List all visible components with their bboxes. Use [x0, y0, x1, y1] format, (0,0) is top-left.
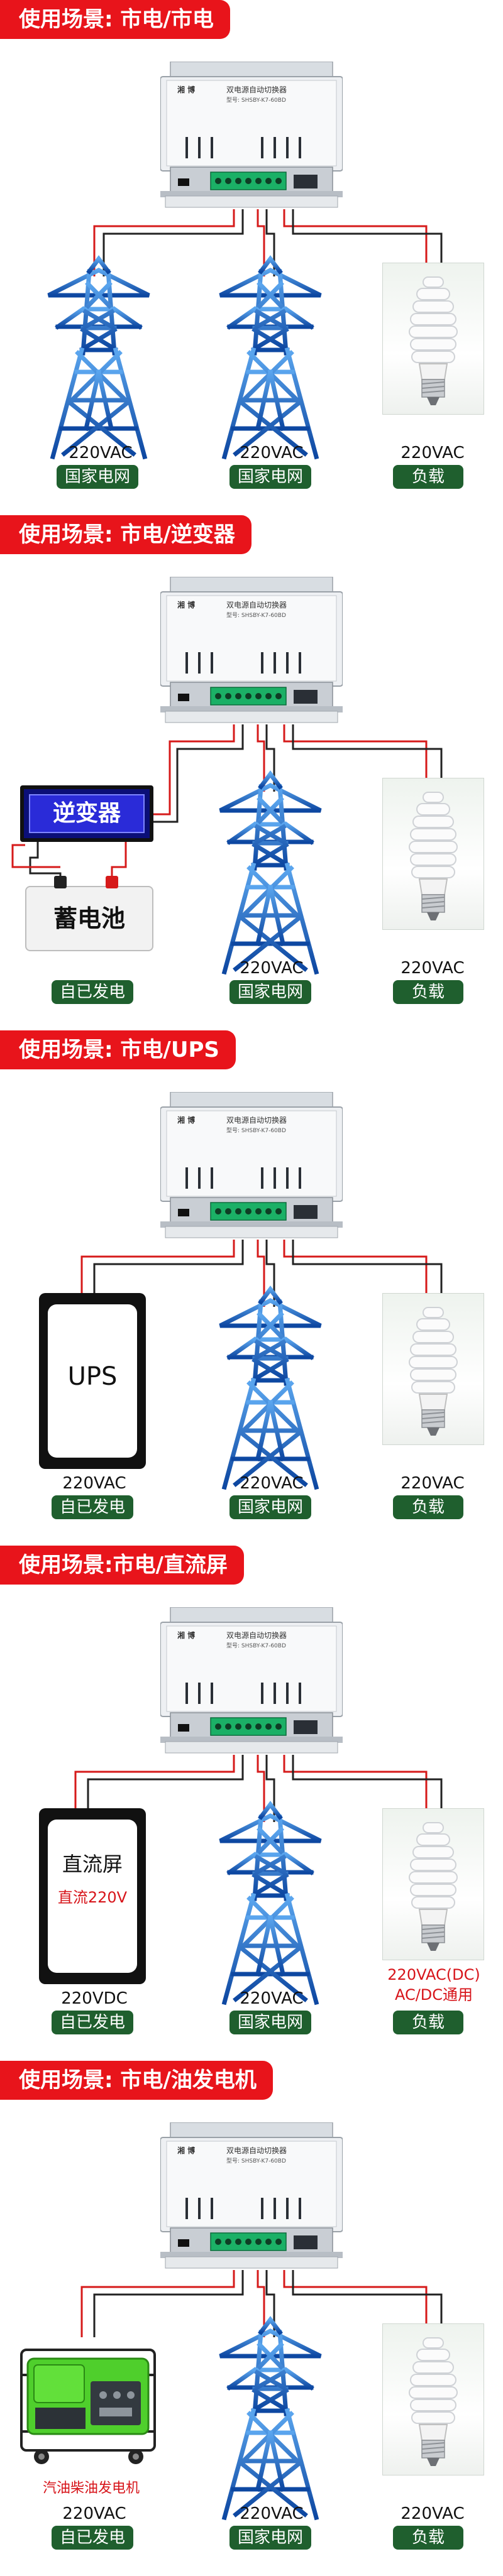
scenario-2: 使用场景: 市电/逆变器 湘 博 双电源自动切换器 型号: SHSBY-K7-6… — [0, 515, 503, 1030]
left-voltage: 220VAC — [62, 2504, 126, 2523]
left-tag: 自已发电 — [52, 1495, 133, 1519]
device-brand: 湘 博 — [177, 2146, 196, 2155]
right-tag: 负载 — [393, 465, 463, 489]
generator-caption: 汽油柴油发电机 — [42, 2480, 140, 2496]
load-bulb-icon — [382, 778, 484, 930]
dc-panel: 直流屏 直流220V — [48, 1820, 137, 1973]
device-name: 双电源自动切换器 — [226, 1631, 287, 1640]
mid-voltage: 220VAC — [240, 2504, 304, 2523]
device-model: 型号: SHSBY-K7-60BD — [226, 613, 286, 619]
generator-icon — [20, 2349, 156, 2464]
dc-panel-box: 直流屏 直流220V — [39, 1808, 146, 1984]
right-voltage-line2: AC/DC通用 — [394, 1986, 473, 2004]
wiring — [93, 209, 443, 276]
left-tag: 自已发电 — [52, 2526, 133, 2550]
scenario-title: 使用场景:市电/直流屏 — [0, 1546, 245, 1585]
left-tag: 国家电网 — [57, 465, 138, 489]
device-brand: 湘 博 — [177, 1631, 196, 1640]
left-voltage: 220VDC — [61, 1989, 128, 2008]
right-voltage: 220VAC — [401, 959, 465, 978]
right-voltage-line1: 220VAC(DC) — [387, 1966, 480, 1984]
mid-voltage: 220VAC — [240, 959, 304, 978]
mid-tag: 国家电网 — [229, 465, 311, 489]
scenario-4: 使用场景:市电/直流屏 湘 博 双电源自动切换器 型号: SHSBY-K7-60… — [0, 1546, 503, 2061]
battery-box: 蓄电池 — [25, 886, 153, 951]
dc-sub-label: 直流220V — [57, 1889, 128, 1906]
dc-label: 直流屏 — [62, 1852, 123, 1876]
inverter-box: 逆变器 — [20, 785, 153, 842]
scenario-5: 使用场景: 市电/油发电机 湘 博 双电源自动切换器 型号: SHSBY-K7-… — [0, 2061, 503, 2576]
left-tag: 自已发电 — [52, 2011, 133, 2034]
device-brand: 湘 博 — [177, 1116, 196, 1125]
device-name: 双电源自动切换器 — [226, 601, 287, 609]
battery-terminal-negative — [54, 876, 67, 888]
right-tag: 负载 — [393, 1495, 463, 1519]
mid-tag: 国家电网 — [229, 2011, 311, 2034]
load-bulb-icon — [382, 2323, 484, 2475]
device-model: 型号: SHSBY-K7-60BD — [226, 2158, 286, 2164]
wiring — [11, 724, 443, 881]
device-brand: 湘 博 — [177, 601, 196, 609]
mid-voltage: 220VAC — [240, 1474, 304, 1493]
scenario-title: 使用场景: 市电/UPS — [0, 1030, 236, 1069]
tower-icon — [211, 2307, 330, 2521]
left-voltage: 220VAC — [69, 444, 133, 462]
scenario-title: 使用场景: 市电/市电 — [0, 0, 230, 39]
device-name: 双电源自动切换器 — [226, 2146, 287, 2155]
ups-label: UPS — [67, 1362, 118, 1391]
mid-voltage: 220VAC — [240, 1989, 304, 2008]
scenario-title: 使用场景: 市电/油发电机 — [0, 2061, 273, 2100]
ups-box: UPS — [39, 1293, 146, 1469]
inverter-label: 逆变器 — [29, 794, 145, 833]
mid-tag: 国家电网 — [229, 1495, 311, 1519]
load-bulb-icon — [382, 1808, 484, 1960]
right-tag: 负载 — [393, 2011, 463, 2034]
battery-terminal-positive — [106, 876, 118, 888]
tower-icon — [211, 1277, 330, 1490]
wiring — [80, 2270, 443, 2337]
device-model: 型号: SHSBY-K7-60BD — [226, 97, 286, 104]
device-model: 型号: SHSBY-K7-60BD — [226, 1643, 286, 1649]
scenario-3: 使用场景: 市电/UPS 湘 博 双电源自动切换器 型号: SHSBY-K7-6… — [0, 1030, 503, 1546]
device-model: 型号: SHSBY-K7-60BD — [226, 1128, 286, 1134]
scenario-1: 使用场景: 市电/市电 湘 博 双电源自动切换器 型号: SHSBY-K7-60… — [0, 0, 503, 515]
mid-tag: 国家电网 — [229, 2526, 311, 2550]
right-tag: 负载 — [393, 980, 463, 1004]
device-name: 双电源自动切换器 — [226, 1116, 287, 1125]
scenario-title: 使用场景: 市电/逆变器 — [0, 515, 252, 554]
device-brand: 湘 博 — [177, 85, 196, 94]
load-bulb-icon — [382, 1293, 484, 1445]
tower-icon — [211, 761, 330, 975]
mid-tag: 国家电网 — [229, 980, 311, 1004]
tower-icon — [211, 1792, 330, 2006]
ups-panel: UPS — [48, 1304, 137, 1458]
mid-voltage: 220VAC — [240, 444, 304, 462]
right-tag: 负载 — [393, 2526, 463, 2550]
left-tag: 自已发电 — [52, 980, 133, 1004]
right-voltage: 220VAC — [401, 444, 465, 462]
right-voltage: 220VAC — [401, 1474, 465, 1493]
wiring — [80, 1240, 443, 1307]
right-voltage: 220VAC — [401, 2504, 465, 2523]
tower-icon — [211, 246, 330, 460]
wiring — [74, 1755, 443, 1822]
tower-icon — [39, 246, 158, 460]
load-bulb-icon — [382, 263, 484, 415]
left-voltage: 220VAC — [62, 1474, 126, 1493]
device-name: 双电源自动切换器 — [226, 85, 287, 94]
